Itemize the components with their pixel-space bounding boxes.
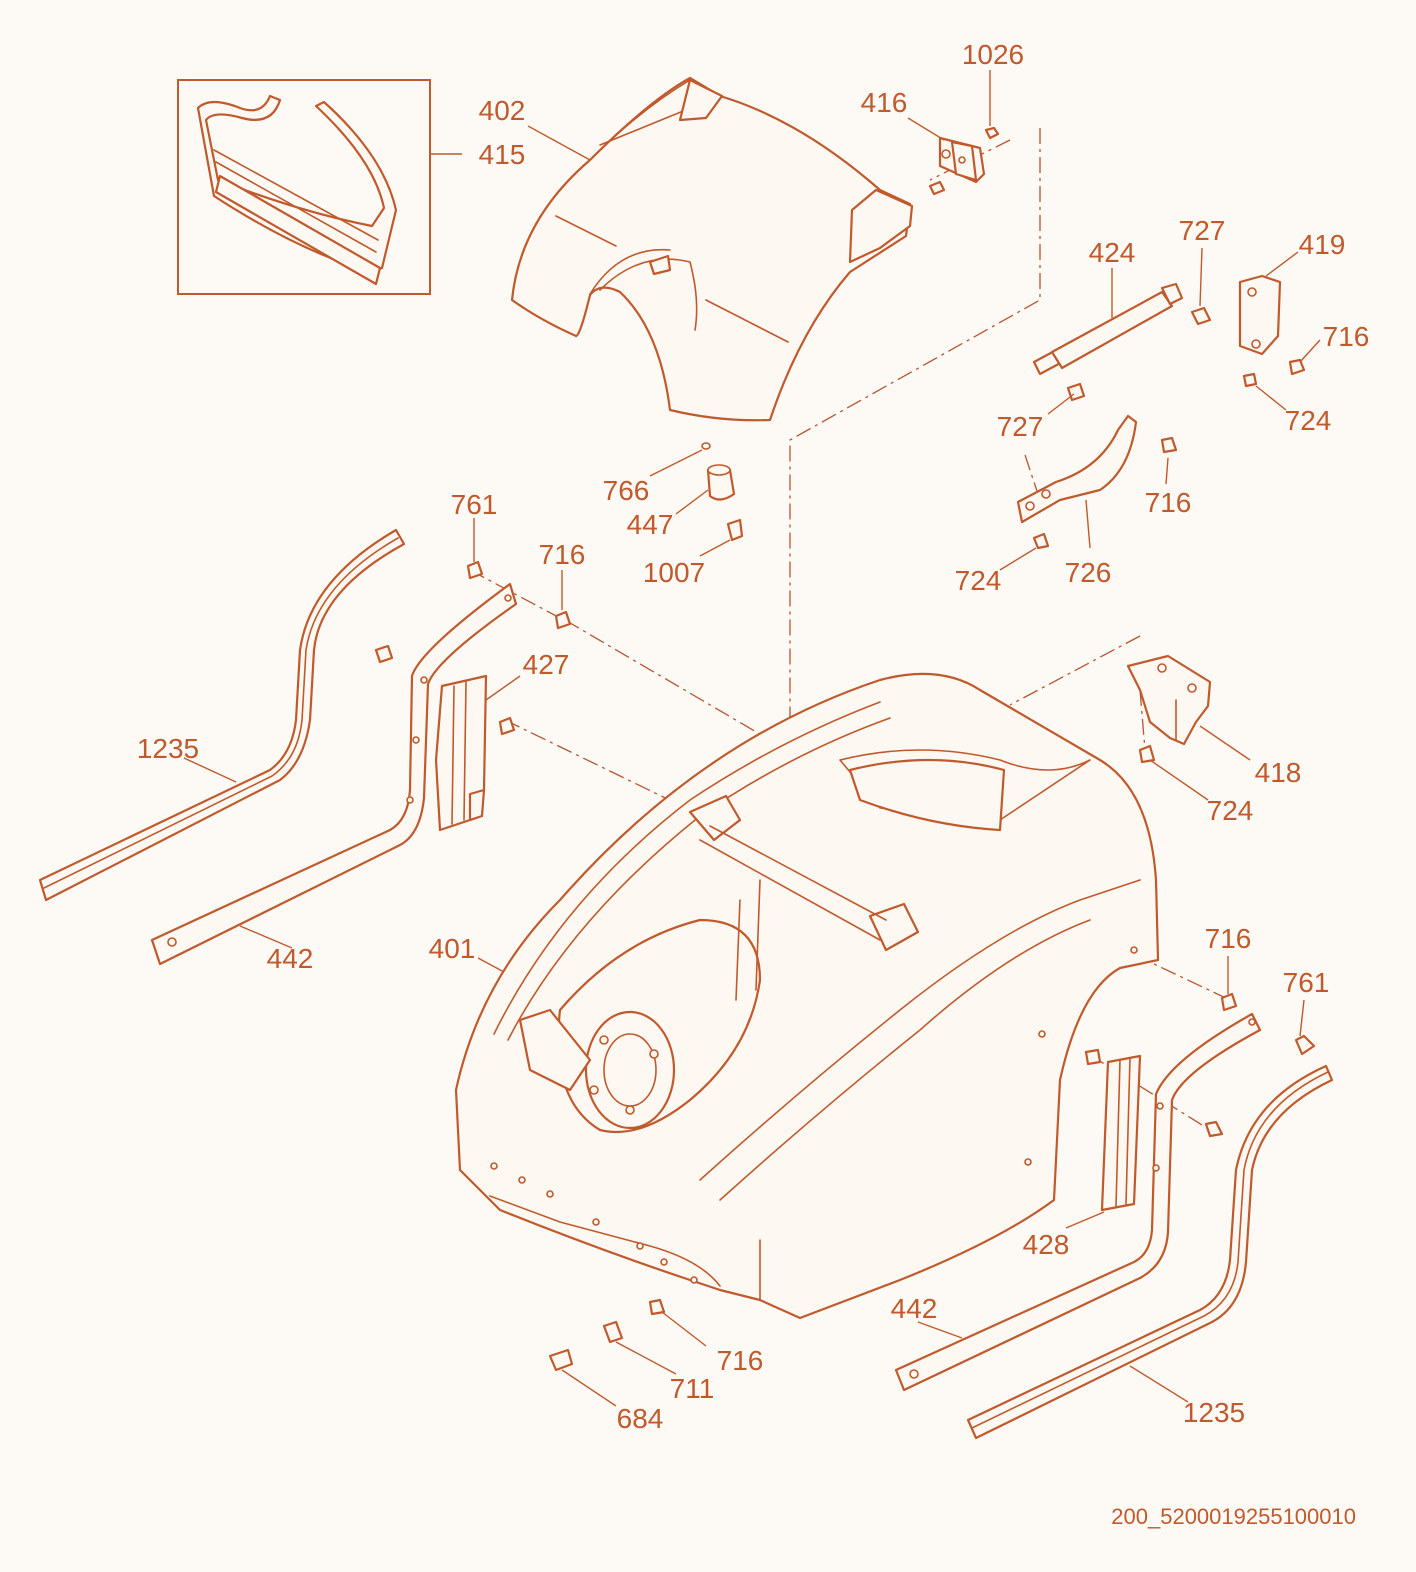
seal-inset — [177, 79, 431, 295]
edge-trim-1235-right — [966, 1064, 1334, 1440]
callout-716: 716 — [1145, 487, 1192, 518]
callout-labels: 1026 416 402 415 727 419 424 716 724 727… — [137, 39, 1370, 1434]
strip-442-right — [894, 1012, 1262, 1392]
bottom-fasteners — [548, 1298, 666, 1372]
callout-726: 726 — [1065, 557, 1112, 588]
bracket-419 — [1238, 274, 1306, 388]
gas-strut-424 — [1032, 282, 1212, 402]
callout-724: 724 — [1285, 405, 1332, 436]
callout-427: 427 — [523, 649, 570, 680]
callout-1235: 1235 — [1183, 1397, 1245, 1428]
callout-428: 428 — [1023, 1229, 1070, 1260]
edge-trim-1235-left — [38, 528, 406, 902]
callout-724: 724 — [955, 565, 1002, 596]
bumper-stack — [701, 442, 744, 542]
callout-716: 716 — [1205, 923, 1252, 954]
callout-1026: 1026 — [962, 39, 1024, 70]
right-side-parts — [1084, 992, 1316, 1212]
callout-402: 402 — [479, 95, 526, 126]
leader-lines — [183, 70, 1321, 1407]
callout-724: 724 — [1207, 795, 1254, 826]
hinge-418 — [1126, 654, 1212, 764]
hinge-416 — [928, 126, 1000, 196]
callout-447: 447 — [627, 509, 674, 540]
callout-419: 419 — [1299, 229, 1346, 260]
callout-1235: 1235 — [137, 733, 199, 764]
callout-761: 761 — [451, 489, 498, 520]
callout-1007: 1007 — [643, 557, 705, 588]
callout-401: 401 — [429, 933, 476, 964]
callout-727: 727 — [1179, 215, 1226, 246]
callout-716: 716 — [717, 1345, 764, 1376]
housing-401 — [454, 672, 1160, 1320]
top-cover-402 — [510, 76, 914, 422]
callout-442: 442 — [891, 1293, 938, 1324]
callout-442: 442 — [267, 943, 314, 974]
callout-766: 766 — [603, 475, 650, 506]
callout-711: 711 — [670, 1373, 715, 1404]
strip-442-left — [150, 582, 518, 966]
callout-727: 727 — [997, 411, 1044, 442]
callout-415: 415 — [479, 139, 526, 170]
hinge-plate-427 — [374, 560, 572, 832]
callout-761: 761 — [1283, 967, 1330, 998]
callout-424: 424 — [1089, 237, 1136, 268]
callout-684: 684 — [617, 1403, 664, 1434]
callout-418: 418 — [1255, 757, 1302, 788]
callout-716: 716 — [1323, 321, 1370, 352]
callout-716: 716 — [539, 539, 586, 570]
callout-416: 416 — [861, 87, 908, 118]
drawing-code: 200_5200019255100010 — [1111, 1504, 1356, 1529]
arm-726 — [1016, 414, 1178, 550]
